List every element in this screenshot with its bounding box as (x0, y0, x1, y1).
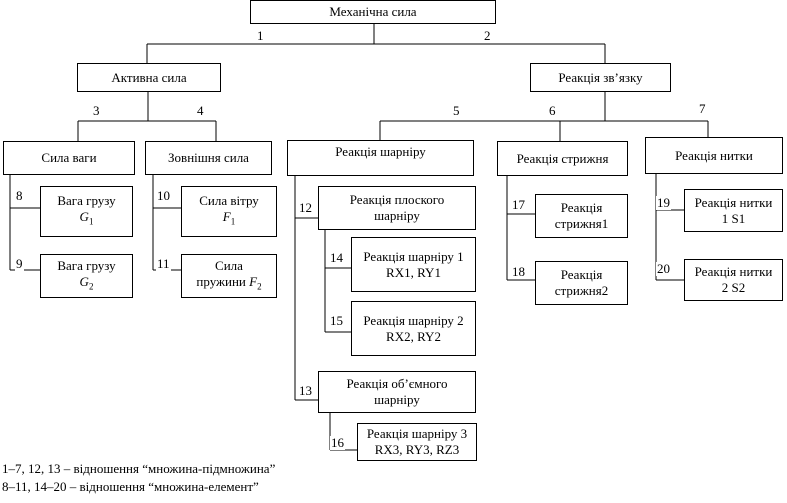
node-spring-force: Сила пружини F2 (181, 254, 277, 298)
node-thread-1-line2: 1 S1 (721, 210, 746, 226)
node-wind-force-label: Сила вітру (199, 193, 259, 209)
node-thread-1: Реакція нитки 1 S1 (684, 189, 783, 232)
node-gravity-force-label: Сила ваги (41, 150, 97, 165)
node-flat-hinge-line2: шарніру (374, 208, 420, 223)
node-weight-2-symbol: G2 (79, 273, 94, 292)
node-weight-2: Вага грузу G2 (40, 254, 133, 298)
edge-label-7: 7 (698, 101, 707, 116)
edge-label-5: 5 (452, 103, 461, 118)
node-rod-1: Реакція стрижня1 (535, 194, 628, 238)
edge-label-13: 13 (298, 383, 313, 398)
node-rod-1-line2: стрижня1 (554, 216, 609, 231)
edge-label-4: 4 (196, 103, 205, 118)
node-wind-force: Сила вітру F1 (181, 186, 277, 237)
node-active-force: Активна сила (77, 63, 221, 92)
edge-label-8: 8 (15, 188, 24, 203)
node-flat-hinge-reaction: Реакція плоского шарніру (318, 186, 476, 230)
node-thread-reaction-label: Реакція нитки (675, 147, 753, 163)
edge-label-9: 9 (15, 256, 24, 271)
edge-label-20: 20 (656, 261, 671, 276)
edge-label-3: 3 (92, 103, 101, 118)
edge-label-1: 1 (256, 28, 265, 43)
node-thread-reaction: Реакція нитки (645, 137, 783, 174)
node-rod-2: Реакція стрижня2 (535, 261, 628, 305)
edge-label-19: 19 (656, 195, 671, 210)
legend-line-1: 1–7, 12, 13 – відношення “множина-підмно… (2, 461, 276, 476)
edge-label-15: 15 (329, 313, 344, 328)
node-hinge-reaction-label: Реакція шарніру (335, 144, 426, 159)
node-hinge-2: Реакція шарніру 2 RX2, RY2 (351, 301, 476, 356)
node-hinge-reaction: Реакція шарніру (287, 140, 474, 176)
node-hinge-3-line2: RX3, RY3, RZ3 (374, 442, 460, 457)
node-thread-2-line1: Реакція нитки (694, 264, 773, 279)
node-hinge-2-line2: RX2, RY2 (386, 328, 441, 344)
node-hinge-3: Реакція шарніру 3 RX3, RY3, RZ3 (357, 423, 477, 461)
legend-line-2: 8–11, 14–20 – відношення “множина-елемен… (2, 479, 259, 494)
node-hinge-2-line1: Реакція шарніру 2 (363, 312, 464, 328)
node-thread-2-line2: 2 S2 (721, 280, 746, 295)
node-gravity-force: Сила ваги (3, 141, 135, 175)
node-active-force-label: Активна сила (111, 69, 187, 85)
node-thread-2: Реакція нитки 2 S2 (684, 259, 783, 301)
node-rod-reaction-label: Реакція стрижня (516, 150, 609, 166)
node-thread-1-line1: Реакція нитки (694, 194, 773, 210)
edge-label-12: 12 (298, 200, 313, 215)
node-spring-force-line2: пружини F2 (196, 273, 262, 292)
edge-label-10: 10 (156, 188, 171, 203)
node-mechanical-force-label: Механічна сила (329, 4, 417, 19)
node-flat-hinge-line1: Реакція плоского (349, 192, 445, 207)
node-wind-force-symbol: F1 (222, 209, 236, 227)
edge-label-17: 17 (511, 197, 526, 212)
node-weight-2-label: Вага грузу (57, 257, 116, 273)
node-external-force-label: Зовнішня сила (168, 150, 249, 165)
edge-label-2: 2 (483, 28, 492, 43)
node-external-force: Зовнішня сила (145, 141, 272, 175)
node-hinge-1: Реакція шарніру 1 RX1, RY1 (351, 237, 476, 292)
node-weight-1-symbol: G1 (79, 209, 94, 227)
edge-label-16: 16 (330, 435, 345, 450)
node-spring-force-label: Сила (215, 257, 243, 273)
node-volume-hinge-line2: шарніру (374, 392, 420, 407)
node-constraint-reaction-label: Реакція зв’язку (558, 69, 643, 85)
node-rod-2-line1: Реакція (560, 267, 603, 282)
edge-label-14: 14 (329, 250, 344, 265)
node-hinge-1-line2: RX1, RY1 (386, 264, 441, 280)
node-volume-hinge-line1: Реакція об’ємного (346, 376, 448, 391)
node-hinge-1-line1: Реакція шарніру 1 (363, 248, 464, 264)
node-volume-hinge-reaction: Реакція об’ємного шарніру (318, 371, 476, 413)
node-weight-1: Вага грузу G1 (40, 186, 133, 237)
node-mechanical-force: Механічна сила (250, 0, 496, 24)
node-rod-2-line2: стрижня2 (554, 283, 609, 298)
node-rod-reaction: Реакція стрижня (497, 141, 628, 176)
node-hinge-3-line1: Реакція шарніру 3 (366, 426, 468, 441)
node-constraint-reaction: Реакція зв’язку (530, 63, 671, 92)
edge-label-6: 6 (548, 103, 557, 118)
edge-label-18: 18 (511, 264, 526, 279)
edge-label-11: 11 (156, 256, 171, 271)
node-weight-1-label: Вага грузу (57, 193, 116, 209)
node-rod-1-line1: Реакція (560, 200, 603, 215)
